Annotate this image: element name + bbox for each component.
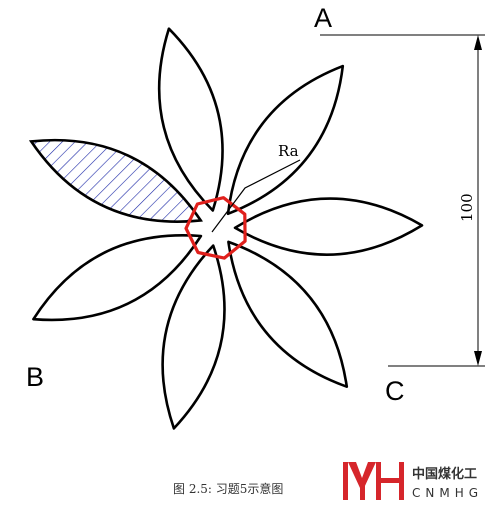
petal (32, 233, 203, 322)
vertex-label-c: C (385, 376, 405, 406)
logo-chinese-text: 中国煤化工 (412, 466, 477, 482)
petals-group (28, 27, 424, 430)
center-heptagon (184, 196, 247, 260)
dimension-arrow-bottom (474, 351, 482, 366)
logo-english-text: CNMHG (412, 486, 483, 500)
petal (227, 240, 349, 388)
petal (161, 244, 226, 430)
logo-mark-icon (343, 462, 404, 500)
vertex-label-a: A (314, 3, 332, 33)
figure-caption: 图 2.5: 习题5示意图 (173, 481, 283, 496)
petal (233, 197, 424, 256)
vertex-label-b: B (26, 362, 44, 392)
petal (226, 64, 345, 216)
radius-label: Ra (278, 142, 299, 160)
radius-leader-line (211, 159, 301, 233)
petal (157, 27, 224, 212)
dimension-value: 100 (458, 193, 476, 222)
dimension-arrow-top (474, 35, 482, 50)
petal-hatched (28, 138, 203, 223)
logo: 中国煤化工 CNMHG (343, 462, 483, 500)
